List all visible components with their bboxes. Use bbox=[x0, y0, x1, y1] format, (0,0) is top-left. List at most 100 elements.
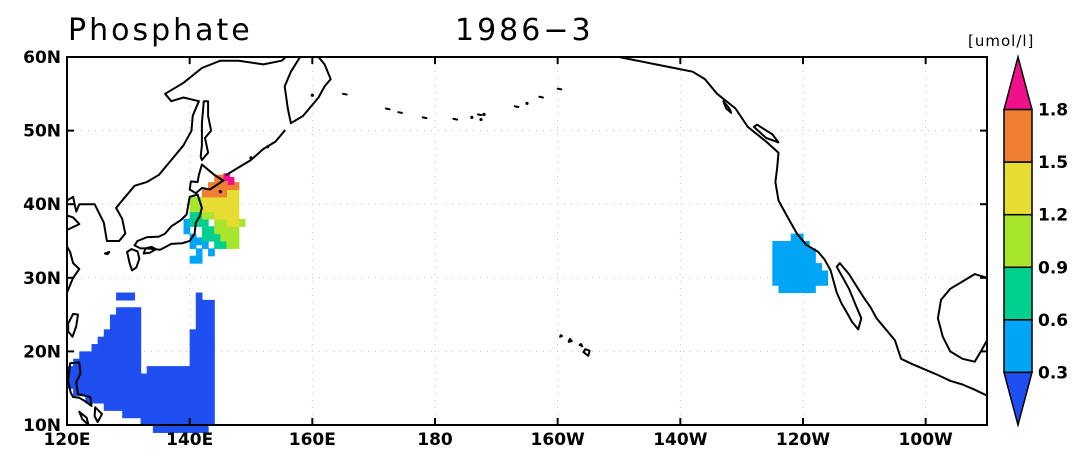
field-cell bbox=[91, 380, 99, 389]
colorbar-bin bbox=[1003, 108, 1033, 163]
field-cell bbox=[103, 380, 111, 389]
coastline-hawaii-oahu bbox=[567, 337, 573, 343]
field-cell bbox=[146, 402, 154, 411]
field-cell bbox=[189, 388, 197, 397]
colorbar-bin bbox=[1003, 213, 1033, 269]
field-cell bbox=[195, 395, 203, 404]
field-cell bbox=[790, 241, 798, 249]
field-cell bbox=[177, 388, 185, 397]
field-cell bbox=[232, 233, 240, 242]
coastline-aleutian-island bbox=[513, 105, 520, 108]
field-cell bbox=[122, 366, 129, 375]
field-cell bbox=[784, 270, 792, 279]
field-cell bbox=[195, 351, 203, 360]
field-cell bbox=[140, 373, 148, 382]
field-cell bbox=[97, 358, 105, 367]
field-cell bbox=[195, 314, 203, 323]
field-cell bbox=[177, 402, 185, 411]
field-cell bbox=[208, 321, 215, 330]
field-cell bbox=[189, 373, 197, 382]
field-cell bbox=[201, 307, 209, 316]
field-cell bbox=[226, 211, 234, 220]
coastline-taiwan bbox=[67, 312, 79, 338]
coastline-shikoku bbox=[142, 245, 157, 255]
field-cell bbox=[208, 351, 215, 360]
field-cell bbox=[226, 218, 234, 227]
field-cell bbox=[226, 182, 234, 191]
x-tick-label: 160W bbox=[531, 430, 585, 450]
field-cell bbox=[140, 417, 148, 426]
field-cell bbox=[67, 373, 74, 382]
field-cell bbox=[122, 344, 129, 352]
field-cell bbox=[116, 344, 123, 352]
field-cell bbox=[128, 336, 136, 345]
field-cell bbox=[128, 388, 136, 397]
field-cell bbox=[784, 255, 792, 264]
field-cell bbox=[201, 218, 209, 227]
field-cell bbox=[201, 380, 209, 389]
field-cell bbox=[128, 314, 136, 323]
y-tick-label: 50N bbox=[23, 122, 61, 142]
field-cell bbox=[208, 248, 215, 257]
field-cell bbox=[226, 241, 234, 249]
field-cell bbox=[815, 270, 822, 279]
field-cell bbox=[134, 388, 142, 397]
colorbar-label: 0.3 bbox=[1038, 363, 1068, 383]
field-cell bbox=[201, 241, 209, 249]
coastline-small-island bbox=[218, 190, 222, 194]
field-cell bbox=[208, 299, 215, 308]
field-cell bbox=[91, 395, 99, 404]
field-cell bbox=[223, 173, 231, 182]
field-cell bbox=[85, 380, 93, 389]
field-cell bbox=[195, 373, 203, 382]
field-cell bbox=[195, 366, 203, 375]
coastline-visayas bbox=[78, 410, 90, 425]
field-cell bbox=[201, 410, 209, 419]
field-cell bbox=[189, 211, 197, 220]
coastline-luzon bbox=[67, 361, 93, 407]
field-cell bbox=[201, 402, 209, 411]
field-cell bbox=[778, 255, 786, 264]
field-cell bbox=[772, 270, 780, 279]
field-cell bbox=[226, 189, 234, 198]
field-cell bbox=[103, 366, 111, 375]
field-cell bbox=[815, 263, 822, 272]
field-cell bbox=[97, 388, 105, 397]
field-cell bbox=[772, 277, 780, 286]
x-tick-label: 100W bbox=[899, 430, 953, 450]
field-cell bbox=[128, 358, 136, 367]
field-cell bbox=[140, 410, 148, 419]
field-cell bbox=[208, 314, 215, 323]
field-cell bbox=[208, 395, 215, 404]
field-cell bbox=[772, 263, 780, 272]
field-cell bbox=[67, 380, 74, 389]
field-cell bbox=[109, 351, 117, 360]
field-cell bbox=[809, 285, 816, 294]
field-cell bbox=[208, 211, 215, 220]
field-cell bbox=[790, 233, 798, 242]
colorbar-label: 1.5 bbox=[1038, 153, 1068, 173]
field-cell bbox=[159, 395, 166, 404]
field-cell bbox=[201, 204, 209, 213]
field-cell bbox=[116, 336, 123, 345]
x-tick-label: 120W bbox=[776, 430, 830, 450]
field-cell bbox=[152, 395, 160, 404]
field-cell bbox=[790, 255, 798, 264]
field-cell bbox=[103, 402, 111, 411]
field-cell bbox=[803, 255, 810, 264]
field-cell bbox=[220, 211, 228, 220]
field-cell bbox=[116, 402, 123, 411]
field-cell bbox=[152, 380, 160, 389]
field-cell bbox=[165, 395, 172, 404]
field-cell bbox=[79, 380, 86, 389]
field-cell bbox=[134, 410, 142, 419]
field-cell bbox=[220, 204, 228, 213]
field-cell bbox=[201, 321, 209, 330]
coastline-aleutian-island bbox=[476, 113, 483, 117]
field-cell bbox=[208, 402, 215, 411]
field-cell bbox=[183, 410, 191, 419]
coastline-kuril-islands bbox=[225, 129, 286, 176]
field-cell bbox=[778, 241, 786, 249]
field-cell bbox=[122, 395, 129, 404]
field-cell bbox=[116, 366, 123, 375]
